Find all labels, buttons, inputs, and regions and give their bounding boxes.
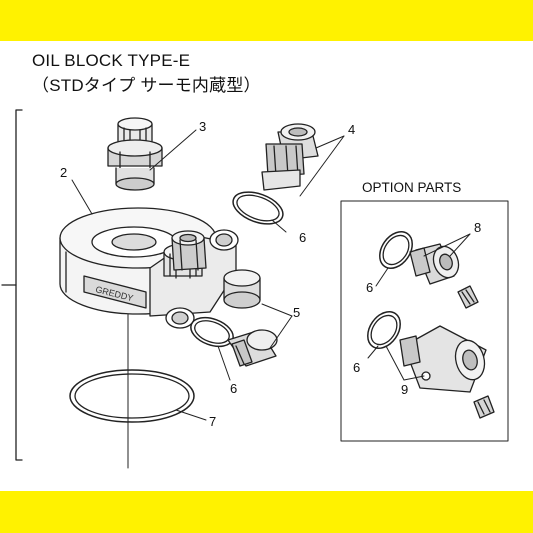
option-o-ring-lower: [367, 311, 401, 349]
callout-5: 5: [293, 305, 300, 320]
small-o-ring-upper: [232, 191, 284, 225]
option-parts-title: OPTION PARTS: [362, 180, 461, 195]
bottom-yellow-band: [0, 491, 533, 533]
hex-fitting-lower: [171, 230, 207, 271]
plug-bolt-lower: [227, 329, 278, 367]
callout-6-option-lower: 6: [353, 360, 360, 375]
callout-6-upper: 6: [299, 230, 306, 245]
callout-labels: 2 3 4 6 5 6 7 8 6 6 9: [60, 119, 481, 429]
callout-9: 9: [401, 382, 408, 397]
leader-lines: [71, 129, 471, 421]
option-o-ring-upper: [379, 231, 413, 269]
top-threaded-fitting: [107, 117, 163, 191]
hex-fitting-upper: [261, 123, 319, 191]
page-title: OIL BLOCK TYPE-E: [32, 51, 191, 70]
callout-8: 8: [474, 220, 481, 235]
page-subtitle: （STDタイプ サーモ内蔵型）: [32, 76, 261, 95]
callout-7: 7: [209, 414, 216, 429]
callout-2: 2: [60, 165, 67, 180]
callout-6-lower: 6: [230, 381, 237, 396]
assembly-bracket: [1, 109, 23, 461]
large-o-ring: [69, 369, 195, 423]
option-parts-panel: OPTION PARTS: [340, 180, 509, 442]
callout-3: 3: [199, 119, 206, 134]
option-sensor-fitting: [399, 285, 495, 419]
callout-4: 4: [348, 122, 355, 137]
top-yellow-band: [0, 0, 533, 41]
option-plug-fitting: [409, 243, 460, 285]
callout-6-option-upper: 6: [366, 280, 373, 295]
oil-block-body: GREDDY: [59, 207, 261, 329]
